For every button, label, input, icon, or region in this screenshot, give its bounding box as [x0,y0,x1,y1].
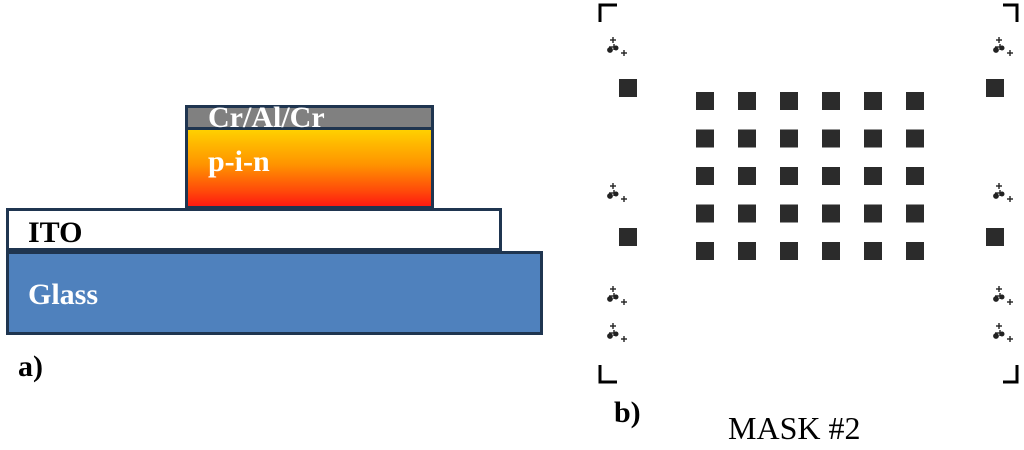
mask-pad [864,204,882,223]
alignment-mark [607,183,627,202]
mask-pad [696,129,714,148]
side-pad [986,228,1004,246]
side-pad [986,79,1004,97]
glass-label: Glass [28,278,99,311]
mask-pad [906,204,924,223]
mask-pad [864,242,882,260]
mask-pad [738,129,756,148]
mask-pad [696,204,714,223]
cr-al-cr-label: Cr/Al/Cr [208,101,325,134]
alignment-mark [993,37,1013,56]
panel-a-label: a) [18,350,43,383]
mask-pad [780,204,798,223]
mask-title: MASK #2 [728,410,861,446]
mask-pad [822,129,840,148]
mask-pad [864,167,882,185]
ito-layer [6,208,502,251]
corner-bracket-1 [598,3,617,22]
mask-pad [780,92,798,110]
pin-label: p-i-n [208,145,270,178]
glass-layer [6,251,543,335]
alignment-mark [993,183,1013,202]
alignment-mark [607,286,627,305]
mask-pad [738,204,756,223]
alignment-mark [993,286,1013,305]
mask-pad [738,167,756,185]
mask-pad [906,167,924,185]
pin-layer [185,127,434,209]
mask-pad [696,167,714,185]
corner-bracket-2 [1003,3,1019,22]
cr-al-cr-layer [185,105,434,130]
mask-pad [696,92,714,110]
mask-pad [738,92,756,110]
mask-pad [864,129,882,148]
side-pad [619,228,637,246]
alignment-mark [993,323,1013,342]
mask-pad [864,92,882,110]
mask-pad [780,167,798,185]
mask-pad [906,92,924,110]
mask-pad [822,167,840,185]
mask-pad [906,242,924,260]
corner-bracket-3 [598,365,617,384]
alignment-mark [607,323,627,342]
mask-pad [780,129,798,148]
side-pad [619,79,637,97]
mask-pad [822,204,840,223]
mask-pad [906,129,924,148]
panel-b-label: b) [614,396,641,429]
mask-pad [780,242,798,260]
corner-bracket-4 [1003,365,1019,384]
mask-pad [738,242,756,260]
mask-pad [822,242,840,260]
mask-pad [822,92,840,110]
ito-label: ITO [28,216,83,249]
alignment-mark [607,37,627,56]
mask-pad [696,242,714,260]
